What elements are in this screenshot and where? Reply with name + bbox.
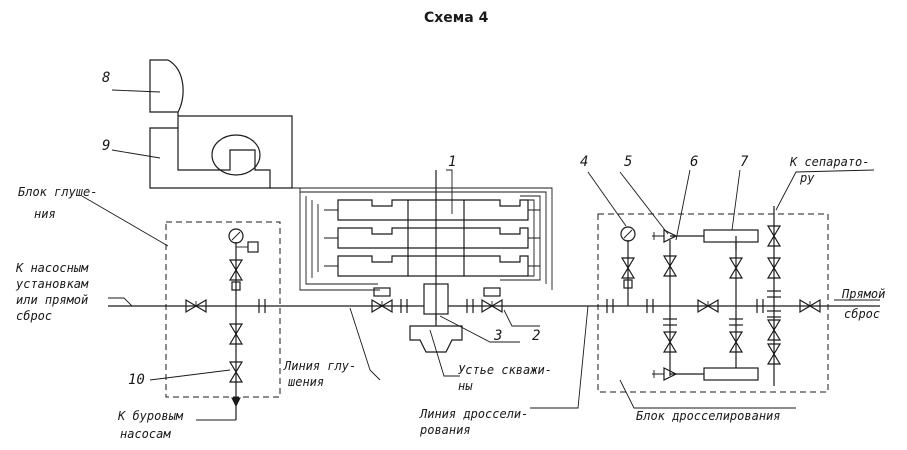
kill-block-frame (165, 221, 281, 398)
choke-block-internal (620, 206, 775, 386)
wellhead (409, 314, 463, 353)
label-to-separator-2: ру (799, 171, 815, 185)
label-kill-block-2: ния (34, 207, 56, 221)
label-wellhead-1: Устье скважи- (458, 363, 552, 377)
label-to-pumps-4: сброс (16, 309, 52, 323)
kill-block-vertical (228, 228, 259, 420)
label-kill-line-2: шения (288, 375, 324, 389)
label-1: 1 (448, 154, 456, 170)
label-direct-1: Прямой (841, 287, 885, 301)
label-3: 3 (493, 328, 502, 344)
control-lines-bundle (292, 187, 553, 291)
label-wellhead-2: ны (458, 379, 473, 393)
label-to-pumps-1: К насосным (15, 261, 89, 275)
label-5: 5 (624, 154, 632, 170)
bop-stack-1 (324, 170, 540, 320)
label-kill-block-1: Блок глуше- (18, 185, 97, 199)
label-10: 10 (128, 372, 145, 388)
hydraulic-unit-9 (149, 112, 293, 189)
label-to-pumps-3: или прямой (16, 293, 88, 307)
label-7: 7 (740, 154, 749, 170)
label-rig-pumps-2: насосам (120, 427, 171, 441)
control-panel-8 (149, 59, 184, 113)
actuator-choke (483, 287, 501, 297)
label-4: 4 (580, 154, 588, 170)
label-to-separator-1: К сепарато- (789, 155, 869, 169)
label-choke-block: Блок дросселирования (636, 409, 781, 423)
label-9: 9 (102, 138, 110, 154)
label-6: 6 (690, 154, 698, 170)
label-to-pumps-2: установкам (15, 277, 89, 291)
label-rig-pumps-1: К буровым (117, 409, 184, 423)
label-direct-2: сброс (844, 307, 880, 321)
diagram-title: Схема 4 (424, 10, 489, 26)
actuator-kill (373, 287, 391, 297)
flow-arrow-rig-pumps (231, 397, 241, 408)
label-kill-line-1: Линия глу- (283, 359, 356, 373)
kill-check (231, 281, 241, 291)
label-2: 2 (532, 328, 540, 344)
leader-lines (81, 89, 880, 421)
label-8: 8 (102, 70, 110, 86)
label-choke-line-1: Линия дроссели- (419, 407, 528, 421)
label-choke-line-2: рования (419, 423, 471, 437)
choke-block-frame (597, 213, 829, 393)
